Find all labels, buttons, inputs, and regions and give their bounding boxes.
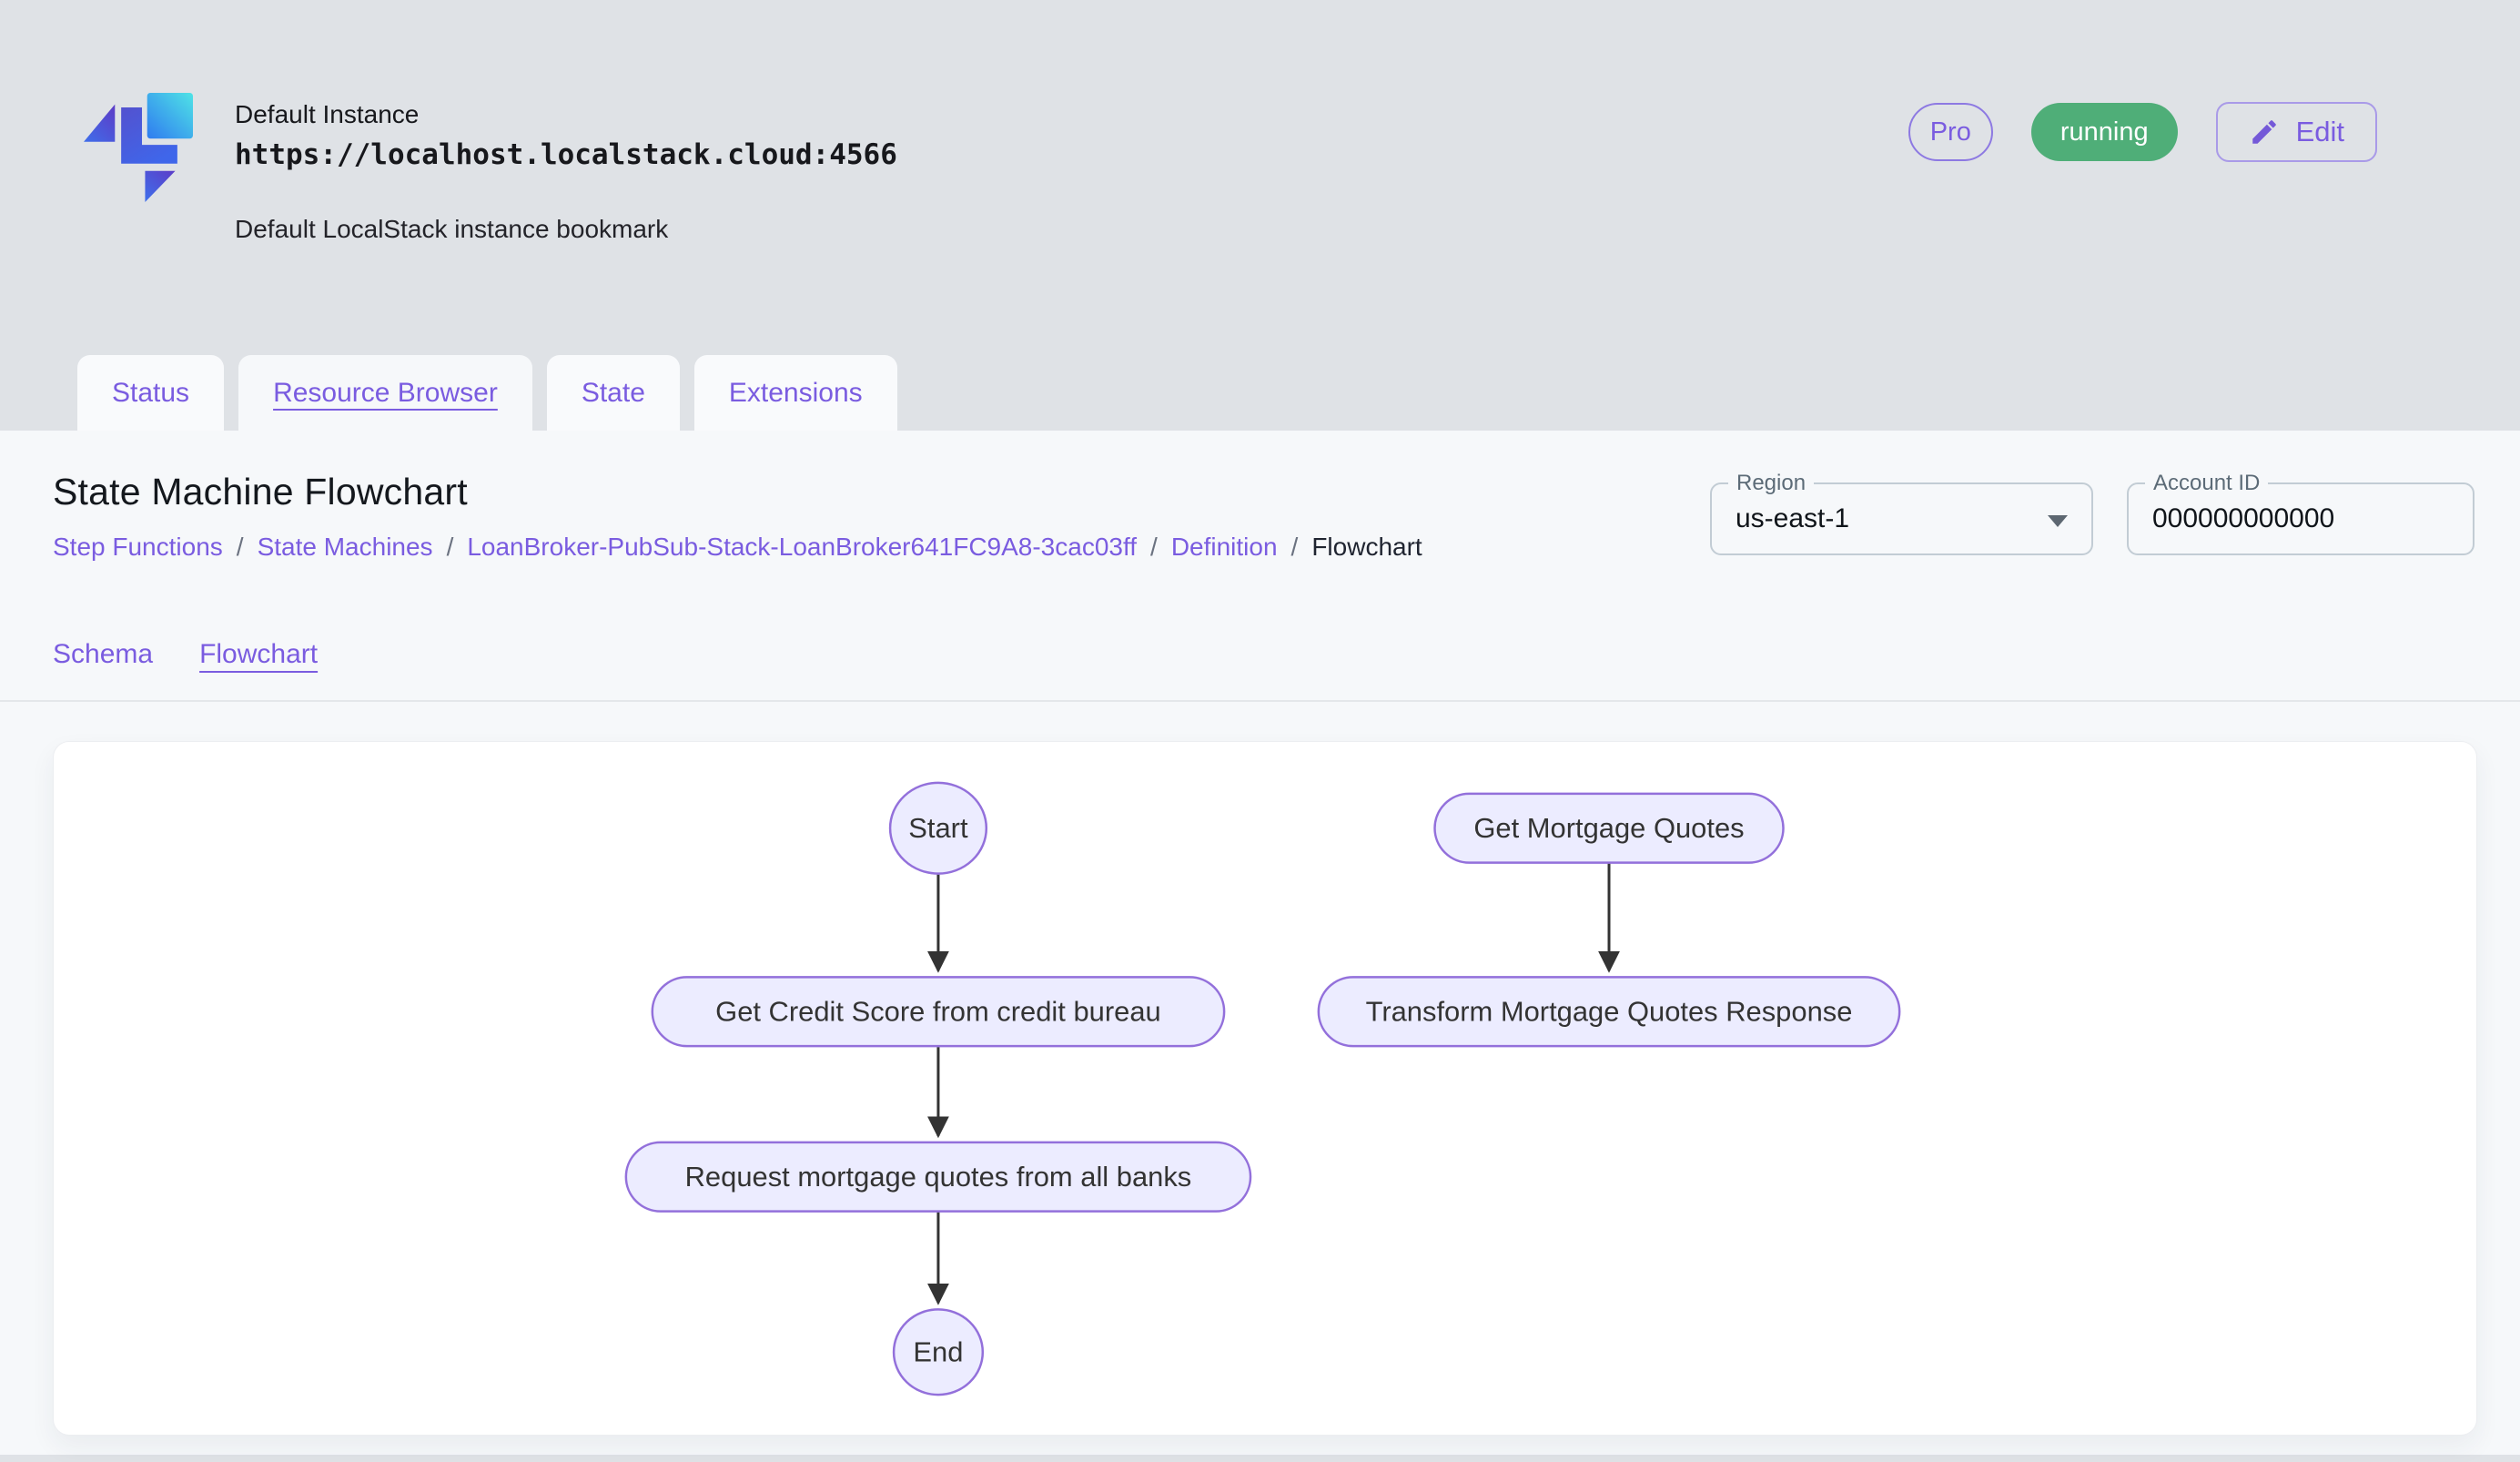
account-id-label: Account ID <box>2145 471 2269 496</box>
instance-description: Default LocalStack instance bookmark <box>235 215 669 243</box>
pro-badge: Pro <box>1908 103 1993 161</box>
flowchart-node-get-mortgage-quotes: Get Mortgage Quotes <box>1433 792 1785 864</box>
svg-text:End: End <box>913 1336 963 1368</box>
svg-text:Get Credit Score from credit b: Get Credit Score from credit bureau <box>715 996 1161 1028</box>
region-select-value: us-east-1 <box>1736 503 1850 533</box>
resource-browser-panel: State Machine Flowchart Step Functions /… <box>0 431 2520 1455</box>
flowchart-node-get-credit-score: Get Credit Score from credit bureau <box>651 976 1226 1048</box>
svg-text:Transform Mortgage Quotes Resp: Transform Mortgage Quotes Response <box>1366 996 1853 1028</box>
breadcrumb-step-functions[interactable]: Step Functions <box>53 533 223 561</box>
localstack-logo <box>84 93 193 202</box>
main-tabbar: Status Resource Browser State Extensions <box>77 355 897 431</box>
breadcrumb-separator: / <box>1290 533 1299 561</box>
pencil-icon <box>2252 120 2276 144</box>
edit-button-label: Edit <box>2295 116 2344 147</box>
page-title: State Machine Flowchart <box>53 471 468 513</box>
running-status-badge: running <box>2030 103 2178 161</box>
flowchart-node-start: Start <box>888 781 988 875</box>
panel-divider <box>0 700 2520 702</box>
flowchart-node-request-mortgage-quotes: Request mortgage quotes from all banks <box>624 1141 1252 1213</box>
header-actions: Pro running Edit <box>1908 102 2377 162</box>
breadcrumb-flowchart: Flowchart <box>1311 533 1422 561</box>
svg-text:Start: Start <box>908 812 968 844</box>
svg-text:Request mortgage quotes from a: Request mortgage quotes from all banks <box>685 1161 1192 1193</box>
tab-resource-browser[interactable]: Resource Browser <box>238 355 532 431</box>
region-select-label: Region <box>1728 471 1815 496</box>
account-id-field: Account ID <box>2127 471 2474 555</box>
svg-text:Get Mortgage Quotes: Get Mortgage Quotes <box>1473 812 1744 844</box>
instance-url: https://localhost.localstack.cloud:4566 <box>235 138 897 171</box>
edit-button[interactable]: Edit <box>2215 102 2377 162</box>
definition-subtabs: Schema Flowchart <box>53 639 318 670</box>
breadcrumb-state-machine-name[interactable]: LoanBroker-PubSub-Stack-LoanBroker641FC9… <box>467 533 1138 561</box>
instance-info: Default Instance https://localhost.local… <box>235 98 897 244</box>
chevron-down-icon <box>2048 515 2068 527</box>
flowchart-node-transform-mortgage-quotes: Transform Mortgage Quotes Response <box>1317 976 1901 1048</box>
flowchart-node-end: End <box>892 1308 985 1396</box>
region-select[interactable]: Region us-east-1 <box>1710 471 2093 555</box>
subtab-schema[interactable]: Schema <box>53 639 154 669</box>
subtab-flowchart[interactable]: Flowchart <box>199 639 319 669</box>
breadcrumb-separator: / <box>236 533 244 561</box>
breadcrumb: Step Functions / State Machines / LoanBr… <box>53 533 1422 562</box>
tab-status[interactable]: Status <box>77 355 225 431</box>
instance-name: Default Instance <box>235 100 420 128</box>
breadcrumb-state-machines[interactable]: State Machines <box>257 533 433 561</box>
breadcrumb-definition[interactable]: Definition <box>1170 533 1278 561</box>
tab-state[interactable]: State <box>546 355 680 431</box>
breadcrumb-separator: / <box>1150 533 1158 561</box>
breadcrumb-separator: / <box>446 533 454 561</box>
tab-extensions[interactable]: Extensions <box>693 355 897 431</box>
